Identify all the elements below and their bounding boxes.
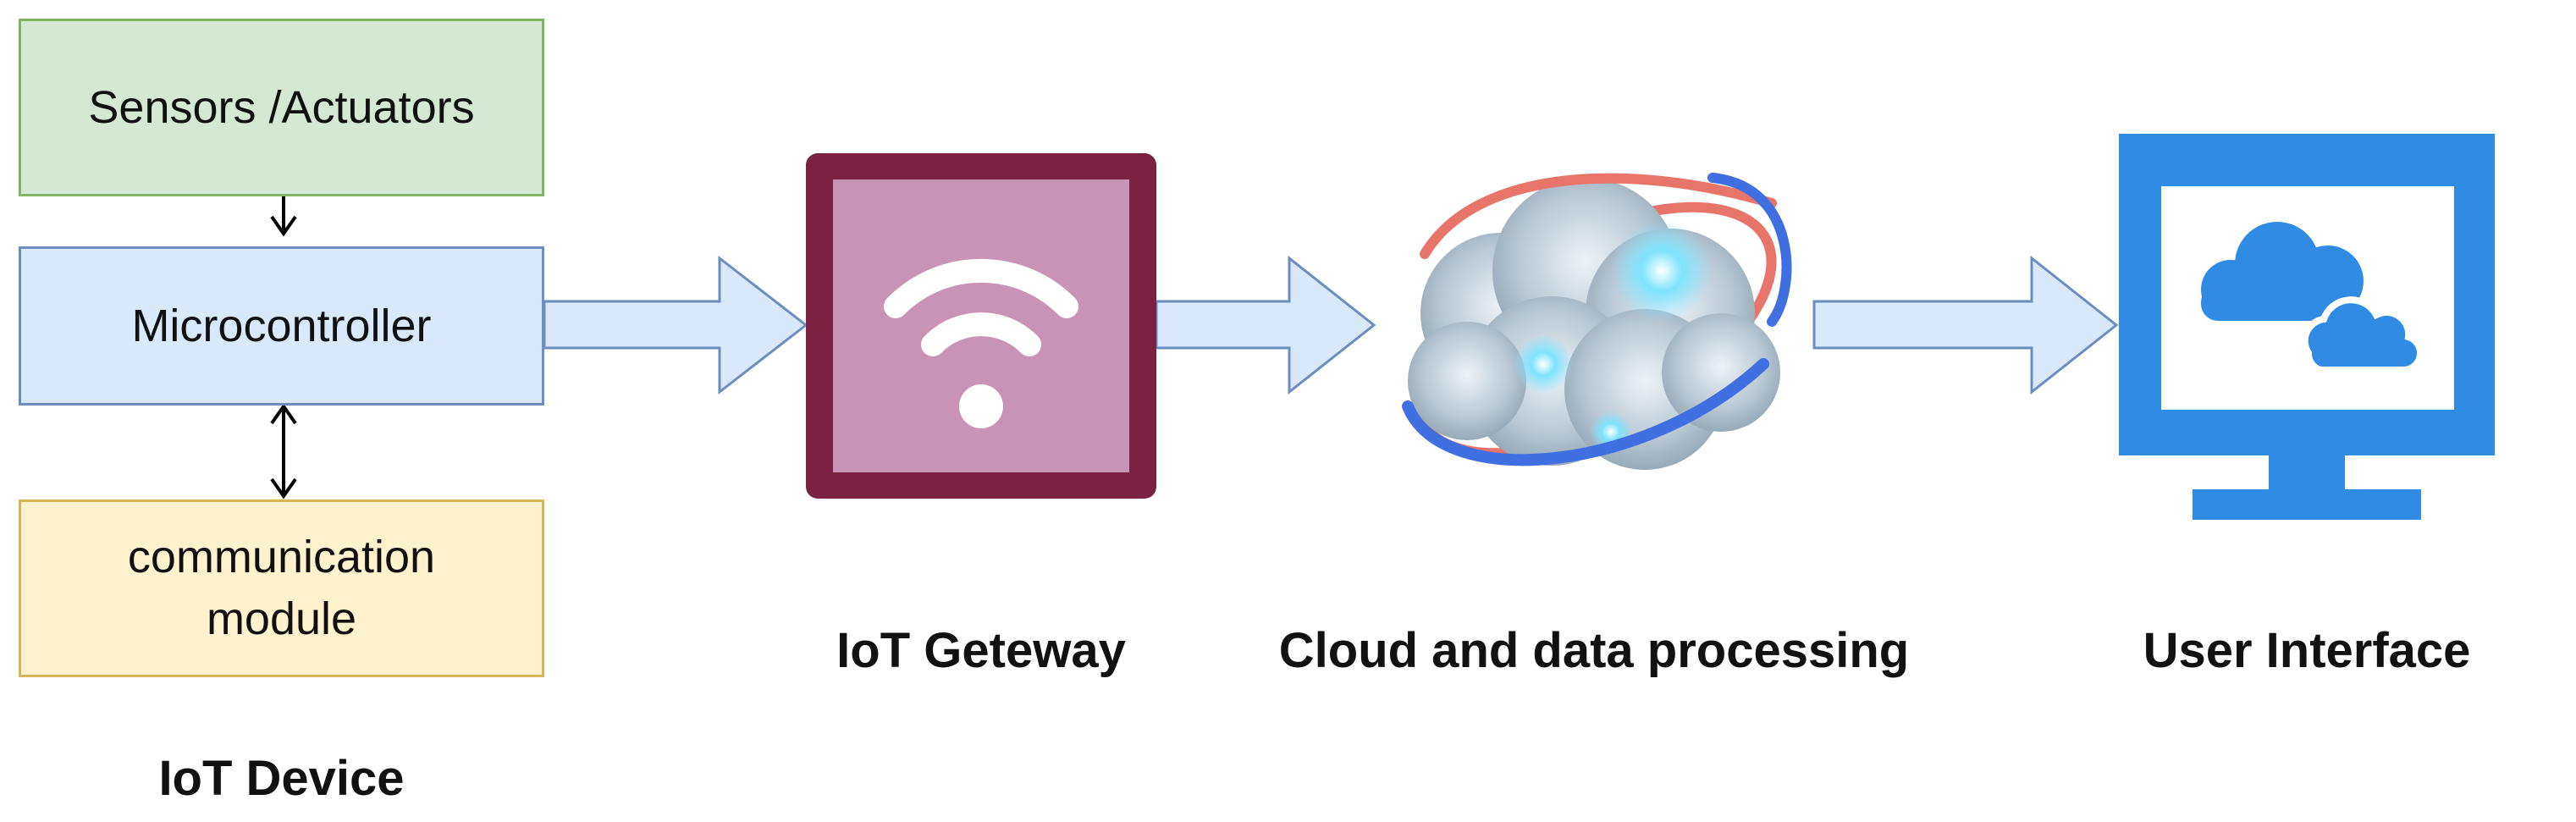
cloud-orbit-icon — [1402, 173, 1792, 470]
wifi-icon — [884, 258, 1078, 428]
sensors-actuators-box: Sensors /Actuators — [19, 19, 544, 196]
gateway-block — [806, 153, 1156, 499]
cloud-processing-title: Cloud and data processing — [1278, 623, 1910, 678]
communication-module-box: communication module — [19, 499, 544, 677]
arrow-gateway-to-cloud — [1155, 255, 1376, 395]
monitor-cloud-icon — [2119, 134, 2495, 520]
communication-label-line1: communication — [127, 532, 436, 583]
iot-device-title: IoT Device — [158, 751, 405, 806]
gateway-inner — [833, 179, 1129, 472]
microcontroller-label: Microcontroller — [131, 300, 432, 351]
communication-label-line2: module — [206, 593, 357, 644]
arrow-micro-comm-bidirectional — [270, 403, 297, 499]
arrow-cloud-to-ui — [1812, 255, 2119, 395]
arrow-device-to-gateway — [543, 255, 808, 395]
arrow-sensors-to-micro — [270, 196, 297, 237]
sensors-actuators-label: Sensors /Actuators — [88, 81, 475, 133]
microcontroller-box: Microcontroller — [19, 246, 544, 405]
iot-gateway-title: IoT Geteway — [836, 623, 1126, 678]
user-interface-title: User Interface — [2143, 623, 2471, 678]
